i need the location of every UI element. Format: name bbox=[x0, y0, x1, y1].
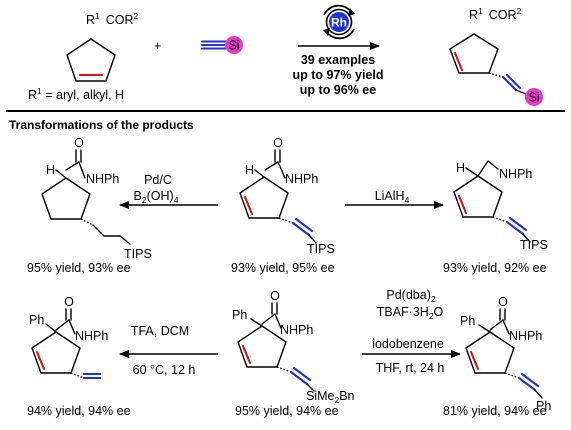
r1-definition: R1 = aryl, alkyl, H bbox=[28, 86, 124, 102]
svg-text:NHPh: NHPh bbox=[75, 329, 108, 343]
svg-text:81% yield, 94% ee: 81% yield, 94% ee bbox=[443, 404, 547, 418]
svg-text:NHPh: NHPh bbox=[509, 329, 542, 343]
svg-text:H: H bbox=[46, 163, 55, 177]
svg-text:O: O bbox=[270, 289, 280, 303]
svg-text:NHPh: NHPh bbox=[86, 172, 119, 186]
silicon-ball-icon bbox=[225, 36, 243, 54]
svg-text:O: O bbox=[498, 295, 508, 309]
svg-text:TIPS: TIPS bbox=[124, 247, 152, 261]
rhodium-catalyst-icon: Rh bbox=[323, 4, 355, 40]
svg-text:60 °C, 12 h: 60 °C, 12 h bbox=[133, 363, 196, 377]
row1-center-product: O NHPh H TIPS 93% yield, 95% ee bbox=[231, 136, 335, 275]
row2-center-product: O NHPh Ph SiMe2Bn 95% yield, 94% ee bbox=[232, 289, 355, 418]
svg-text:93% yield, 92% ee: 93% yield, 92% ee bbox=[443, 261, 547, 275]
svg-text:Rh: Rh bbox=[331, 16, 347, 30]
row1-right-product: H NHPh TIPS 93% yield, 92% ee bbox=[443, 160, 548, 275]
silyl-alkyne: Si bbox=[200, 36, 243, 54]
plus-sign: + bbox=[154, 39, 161, 53]
svg-text:TIPS: TIPS bbox=[520, 238, 548, 252]
svg-text:Ph: Ph bbox=[232, 308, 247, 322]
row2-center-silyl: SiMe2Bn bbox=[306, 389, 355, 405]
svg-text:O: O bbox=[74, 136, 84, 150]
row1-left-product: O NHPh H TIPS 95% yield, 93% ee bbox=[27, 136, 152, 275]
reagent-lialh4: LiAlH4 bbox=[375, 189, 410, 205]
row2-left-product: O NHPh Ph 94% yield, 94% ee bbox=[27, 295, 131, 418]
reagent-diboron: B2(OH)4 bbox=[134, 189, 179, 205]
row2-right-product: O NHPh Ph Ph 81% yield, 94% ee bbox=[443, 295, 551, 418]
svg-text:TFA, DCM: TFA, DCM bbox=[131, 324, 189, 338]
product-silicon-ball-icon bbox=[525, 88, 543, 106]
conditions-line-2: up to 97% yield bbox=[293, 68, 384, 82]
svg-text:Ph: Ph bbox=[29, 313, 44, 327]
svg-text:NHPh: NHPh bbox=[280, 323, 313, 337]
svg-text:95% yield, 93% ee: 95% yield, 93% ee bbox=[27, 261, 131, 275]
conditions-line-1: 39 examples bbox=[301, 53, 375, 67]
svg-text:93% yield, 95% ee: 93% yield, 95% ee bbox=[231, 261, 335, 275]
svg-text:Pd/C: Pd/C bbox=[144, 173, 172, 187]
conditions-line-3: up to 96% ee bbox=[300, 83, 376, 97]
svg-text:H: H bbox=[456, 161, 465, 175]
svg-text:Si: Si bbox=[228, 39, 239, 53]
svg-text:NHPh: NHPh bbox=[499, 167, 532, 181]
svg-text:Ph: Ph bbox=[460, 314, 475, 328]
svg-text:94% yield, 94% ee: 94% yield, 94% ee bbox=[27, 404, 131, 418]
svg-text:Si: Si bbox=[528, 91, 539, 105]
svg-text:Ph: Ph bbox=[536, 399, 551, 413]
svg-text:TIPS: TIPS bbox=[307, 242, 335, 256]
svg-text:THF, rt, 24 h: THF, rt, 24 h bbox=[376, 361, 445, 375]
svg-text:95% yield, 94% ee: 95% yield, 94% ee bbox=[235, 404, 339, 418]
svg-text:O: O bbox=[273, 136, 283, 150]
svg-text:iodobenzene: iodobenzene bbox=[372, 337, 444, 351]
svg-text:H: H bbox=[245, 163, 254, 177]
svg-text:O: O bbox=[64, 295, 74, 309]
reagent-pd-dba: Pd(dba)2 bbox=[386, 288, 435, 304]
section-title: Transformations of the products bbox=[9, 118, 194, 132]
reagent-tbaf: TBAF·3H2O bbox=[377, 305, 444, 321]
svg-text:NHPh: NHPh bbox=[285, 172, 318, 186]
